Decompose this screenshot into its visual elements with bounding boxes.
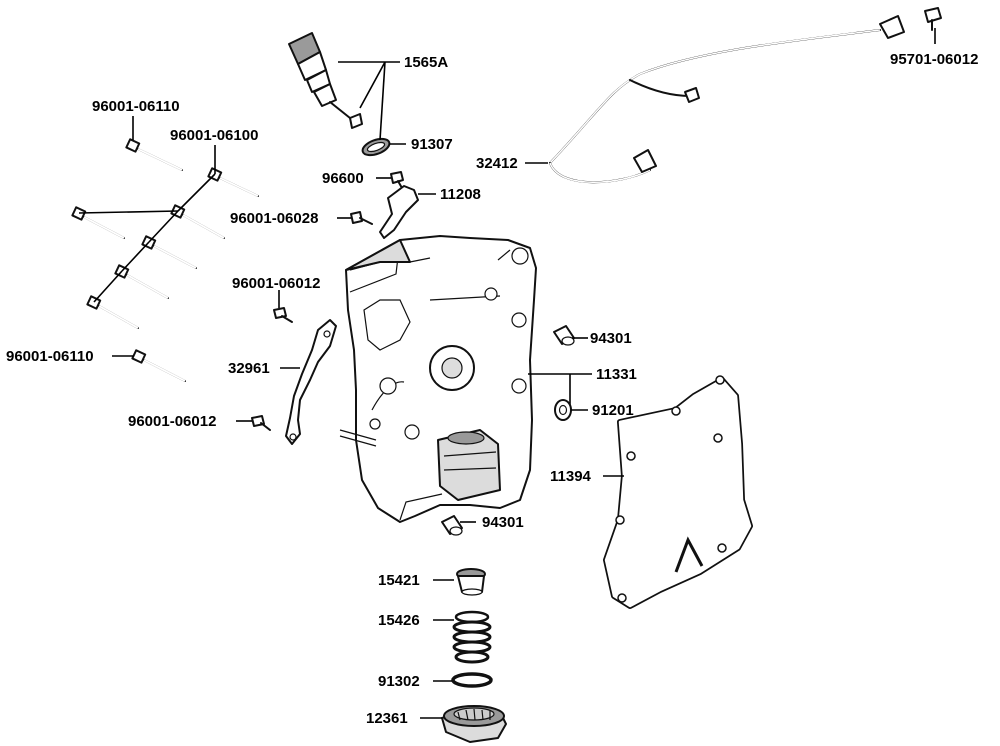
dowel-94301-top-part	[553, 325, 575, 346]
label-96001-06110-bottom: 96001-06110	[6, 348, 94, 365]
label-94301-bottom: 94301	[482, 514, 524, 531]
bolt-96001-06012-lower-part	[251, 415, 271, 431]
label-96600: 96600	[322, 170, 364, 187]
label-15426: 15426	[378, 612, 420, 629]
label-96001-06012-a: 96001-06012	[232, 275, 320, 292]
bolt-96001-06012-upper-part	[273, 307, 293, 323]
label-11394: 11394	[550, 468, 592, 485]
bolt-set-left-part	[71, 138, 259, 382]
o-ring-91307-part	[361, 137, 391, 157]
o-ring-91302-part	[451, 672, 493, 688]
label-91302: 91302	[378, 673, 420, 690]
label-1565A: 1565A	[404, 54, 448, 71]
label-95701-06012: 95701-06012	[890, 51, 978, 68]
bolt-96001-06028-part	[350, 211, 373, 225]
label-32412: 32412	[476, 155, 518, 172]
oil-dipstick-part	[288, 32, 363, 129]
label-96001-06110-top: 96001-06110	[92, 98, 180, 115]
label-96001-06012-b: 96001-06012	[128, 413, 216, 430]
seal-91201-part	[554, 399, 572, 421]
dowel-94301-bottom-part	[441, 515, 463, 536]
plate-32961-part	[285, 319, 337, 445]
leader-1565A	[338, 61, 400, 141]
label-94301-top: 94301	[590, 330, 632, 347]
label-91307: 91307	[411, 136, 453, 153]
label-12361: 12361	[366, 710, 408, 727]
label-11208: 11208	[440, 186, 481, 203]
speedometer-cable-part	[549, 15, 905, 184]
label-91201: 91201	[592, 402, 634, 419]
bolt-95701-06012-part	[924, 7, 942, 31]
label-32961: 32961	[228, 360, 270, 377]
crankcase-cover-11331-part	[339, 235, 537, 523]
label-96001-06028: 96001-06028	[230, 210, 318, 227]
label-15421: 15421	[378, 572, 420, 589]
leader-96001-06100	[78, 145, 216, 303]
spring-15426-part	[452, 610, 492, 664]
bolt-96600-part	[390, 171, 404, 189]
bracket-11208-part	[379, 185, 419, 239]
strainer-cap-15421-part	[456, 568, 486, 596]
label-96001-06100: 96001-06100	[170, 127, 258, 144]
gasket-11394-part	[603, 375, 753, 609]
drain-plug-12361-part	[441, 705, 507, 743]
label-11331: 11331	[596, 366, 637, 383]
